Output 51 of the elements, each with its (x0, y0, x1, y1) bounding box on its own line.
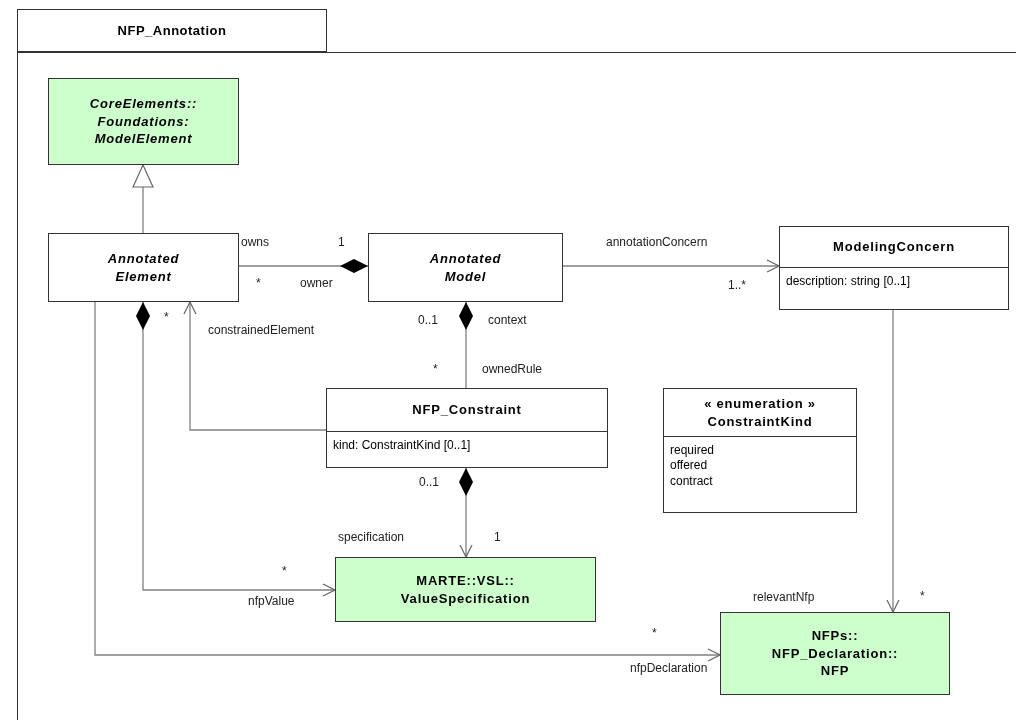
class-name: MARTE::VSL:: ValueSpecification (399, 571, 532, 608)
class-box (720, 612, 950, 695)
multiplicity: 1 (338, 236, 345, 248)
class-name: CoreElements:: Foundations: ModelElement (88, 95, 199, 148)
multiplicity: * (652, 627, 657, 639)
composition-arrow (136, 301, 336, 597)
class-box (779, 226, 1009, 310)
attribute-text: kind: ConstraintKind [0..1] (333, 438, 472, 453)
class-name: ModelingConcern (832, 238, 956, 256)
role-name: owner (300, 277, 333, 289)
class-box (48, 233, 239, 302)
multiplicity: 1 (494, 531, 501, 543)
association-arrow (94, 301, 721, 662)
association-arrow (183, 301, 327, 431)
role-name: nfpValue (248, 595, 295, 607)
class-box (326, 388, 608, 468)
role-name: annotationConcern (606, 236, 708, 248)
role-name: owns (241, 236, 269, 248)
class-box (335, 557, 596, 622)
enum-literal: contract (670, 473, 714, 489)
association-arrow (886, 309, 900, 613)
class-name: ConstraintKind (706, 412, 814, 431)
role-name: context (488, 314, 527, 326)
multiplicity: * (920, 590, 925, 602)
class-name: Annotated Element (106, 249, 181, 286)
multiplicity: * (282, 565, 287, 577)
attribute-text: description: string [0..1] (786, 274, 912, 289)
composition-line (459, 301, 473, 389)
class-name: NFPs:: NFP_Declaration:: NFP (770, 627, 900, 680)
stereotype-label: « enumeration » (703, 394, 817, 413)
generalization-arrow (132, 164, 154, 234)
composition-arrow (459, 467, 473, 558)
enumeration-box (663, 388, 857, 513)
multiplicity: * (433, 363, 438, 375)
role-name: constrainedElement (208, 324, 315, 336)
role-name: ownedRule (482, 363, 543, 375)
multiplicity: * (256, 277, 261, 289)
class-name: Annotated Model (428, 249, 503, 286)
role-name: specification (338, 531, 405, 543)
class-box (368, 233, 563, 302)
role-name: nfpDeclaration (630, 662, 708, 674)
enum-literal: offered (670, 458, 709, 473)
association-arrow (562, 259, 780, 273)
multiplicity: 1..* (728, 279, 746, 291)
package-name-tab: NFP_Annotation (17, 9, 327, 52)
multiplicity: 0..1 (418, 314, 438, 326)
class-name: NFP_Constraint (411, 401, 523, 419)
composition-line (238, 259, 369, 273)
multiplicity: * (164, 311, 169, 323)
enum-literal: required (670, 443, 716, 458)
class-box (48, 78, 239, 165)
